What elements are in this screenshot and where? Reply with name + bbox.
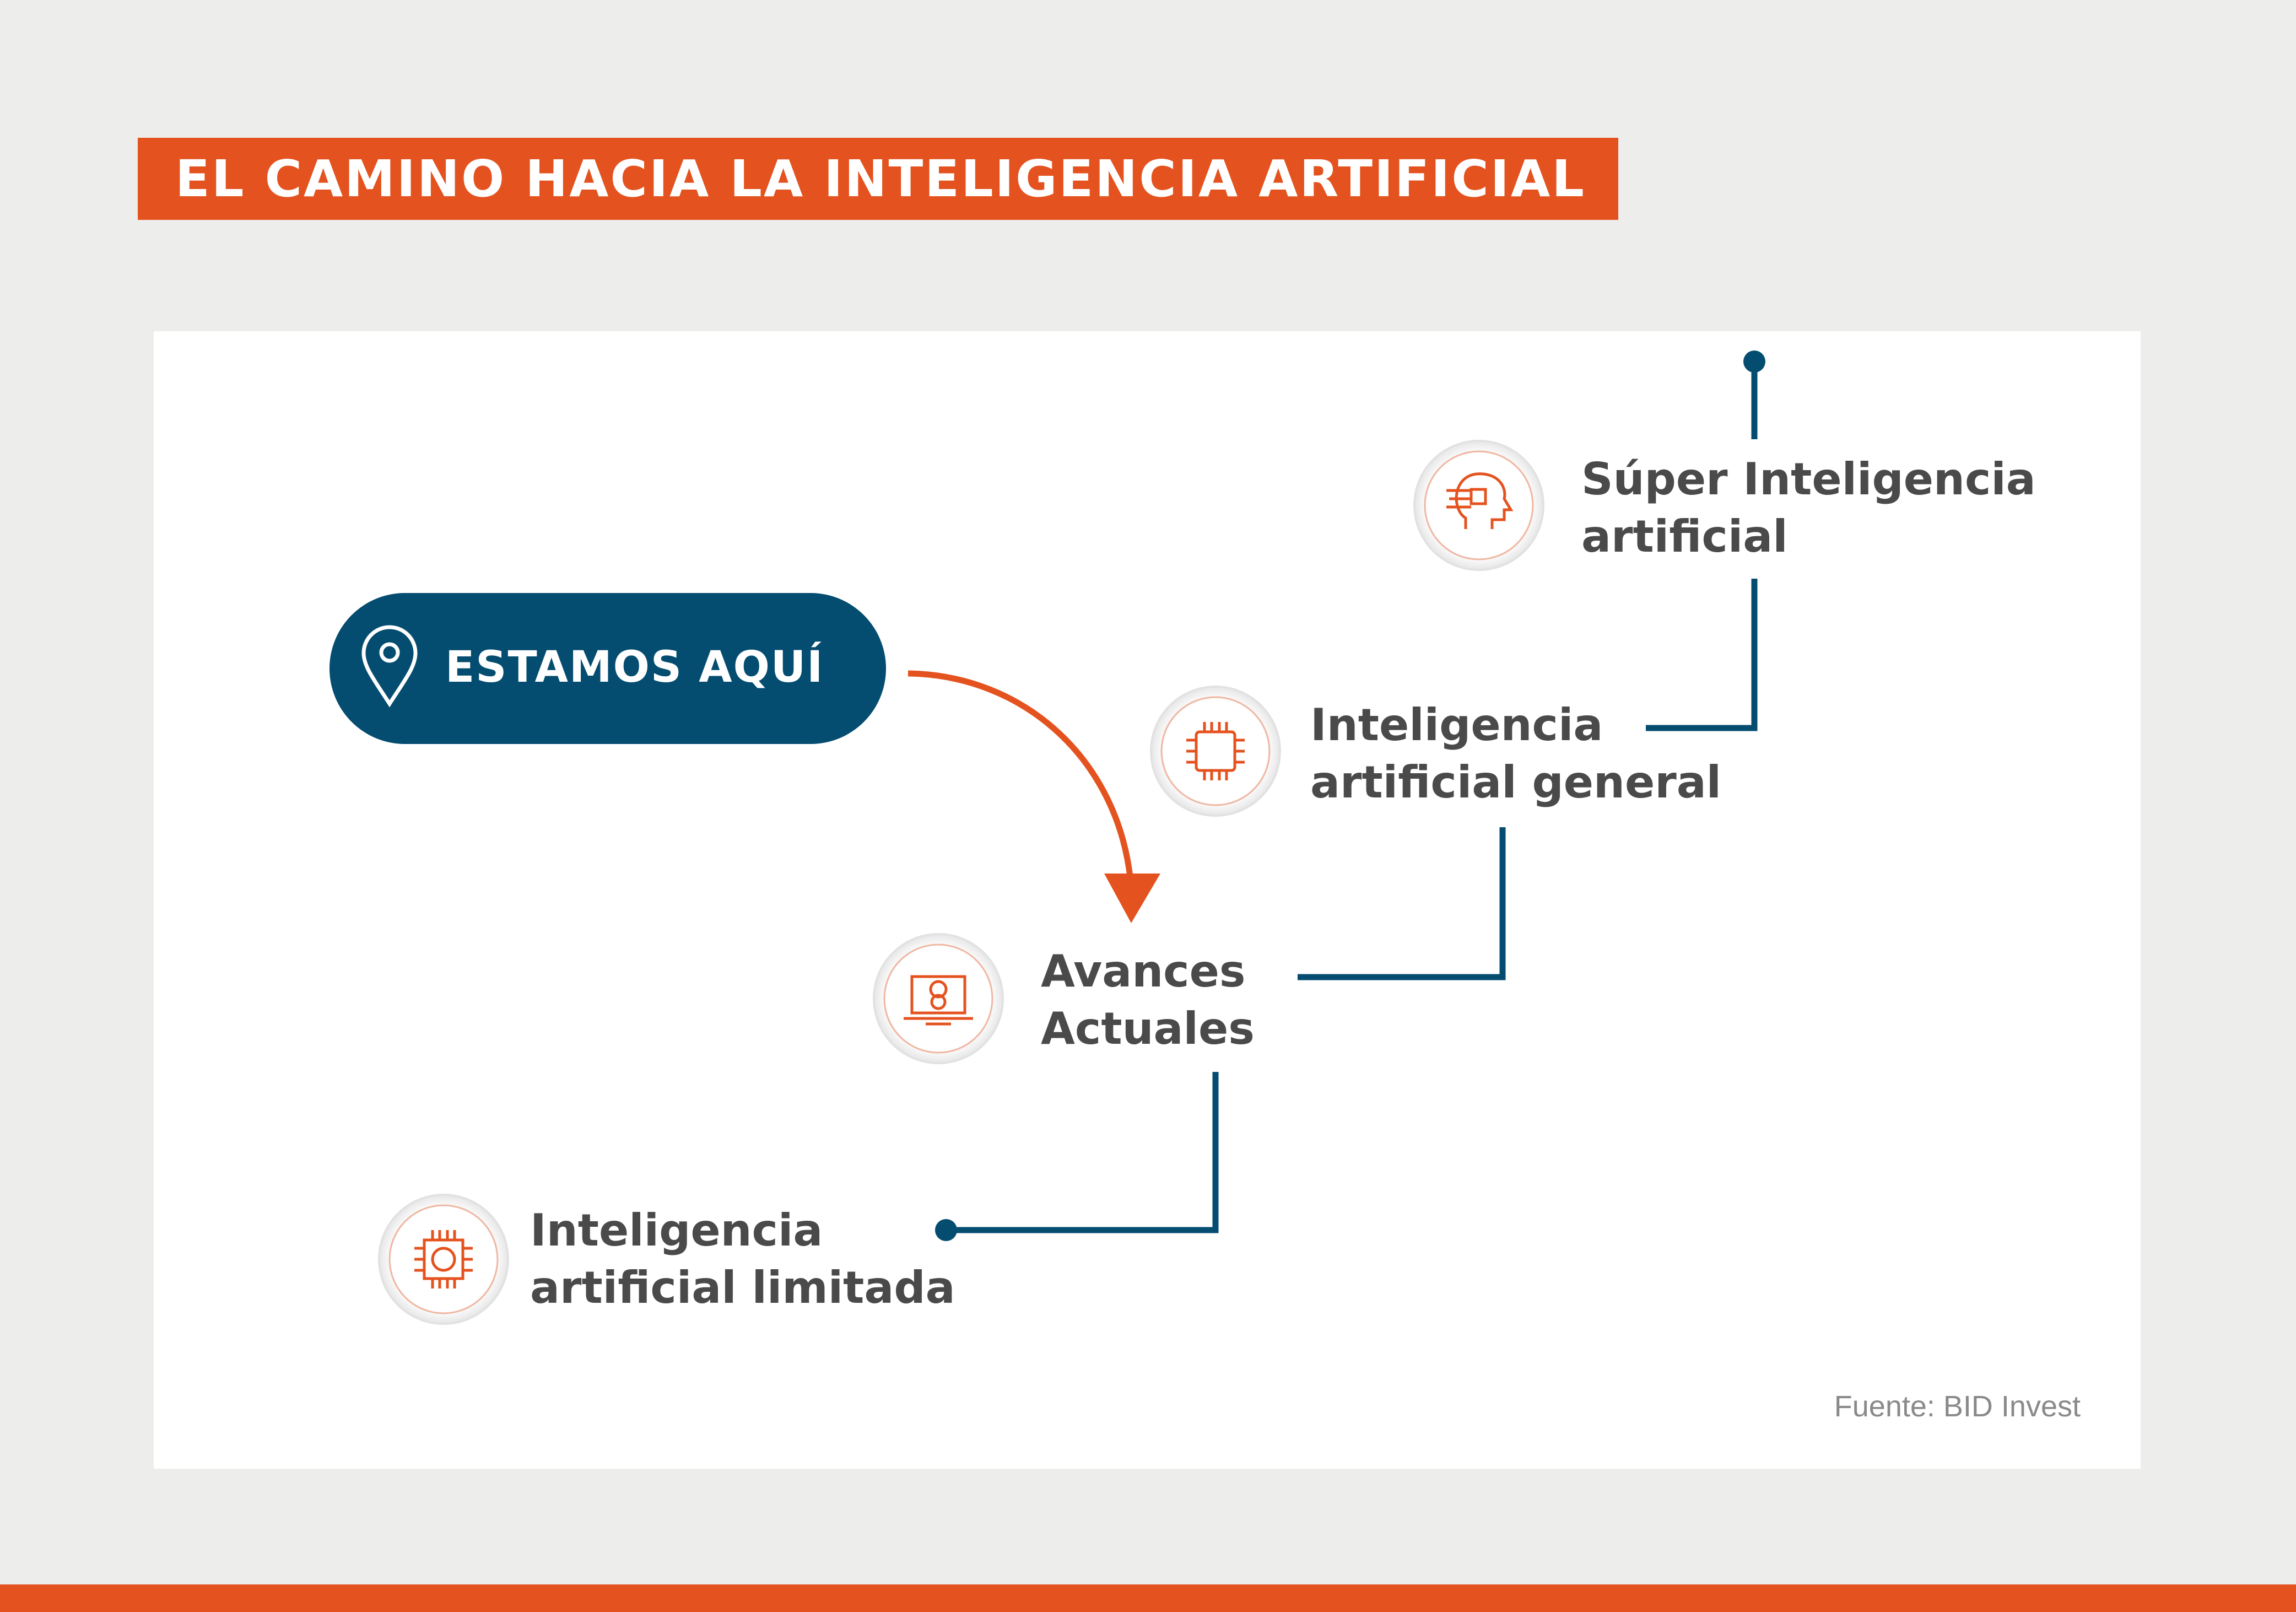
chip-brain-icon bbox=[378, 1194, 509, 1325]
estamos-aqui-label: ESTAMOS AQUÍ bbox=[445, 641, 824, 692]
ai-head-icon bbox=[1413, 440, 1544, 571]
stage-label-limitada: Inteligencia artificial limitada bbox=[530, 1205, 955, 1313]
staircase-path bbox=[946, 362, 1758, 1233]
estamos-aqui-badge: ESTAMOS AQUÍ bbox=[329, 593, 886, 744]
current-position-arrow bbox=[907, 670, 1160, 923]
processor-chip-icon bbox=[1150, 686, 1281, 817]
start-dot bbox=[935, 1219, 957, 1241]
laptop-idea-icon bbox=[873, 933, 1004, 1064]
page-title: EL CAMINO HACIA LA INTELIGENCIA ARTIFICI… bbox=[138, 138, 1618, 220]
source-note: Fuente: BID Invest bbox=[1834, 1390, 2081, 1423]
stage-label-avances: Avances Actuales bbox=[1041, 946, 1261, 1054]
bottom-accent-bar bbox=[0, 1584, 2296, 1612]
stage-label-super: Súper Inteligencia artificial bbox=[1581, 454, 2051, 562]
end-dot bbox=[1743, 351, 1765, 373]
location-pin-icon bbox=[361, 625, 418, 708]
stage-label-general: Inteligencia artificial general bbox=[1310, 699, 1721, 808]
